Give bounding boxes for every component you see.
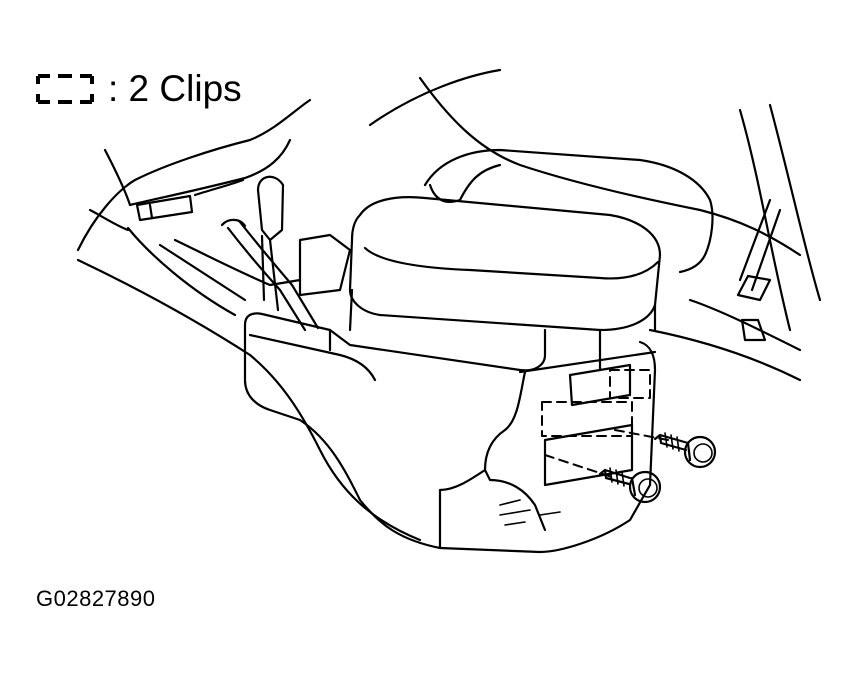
console-trim-lines <box>499 499 561 526</box>
clip-dashed-square-icon <box>36 73 94 104</box>
armrest-base <box>348 288 657 372</box>
dash-panel-outline <box>76 98 312 252</box>
right-door-line <box>648 298 802 382</box>
console-front <box>248 328 377 382</box>
dash-lower-curve <box>88 208 130 232</box>
dash-vent <box>135 178 245 222</box>
clip-2-dashed-icon <box>609 369 651 399</box>
brake-lever <box>256 175 285 312</box>
screw-1-leader <box>544 454 616 479</box>
shift-boot <box>298 233 352 297</box>
seat-belt <box>736 198 782 342</box>
legend: : 2 Clips <box>36 70 242 107</box>
floor-line <box>76 258 422 542</box>
console-rear-opening <box>543 363 634 487</box>
console-body <box>243 312 657 554</box>
center-stack <box>126 226 302 317</box>
rear-seat <box>423 148 714 274</box>
shift-lever <box>220 218 320 332</box>
armrest-lid <box>348 196 662 332</box>
legend-label: : 2 Clips <box>108 68 242 109</box>
screw-2-leader <box>614 429 669 441</box>
screw-2-icon <box>653 432 717 469</box>
clip-1-dashed-icon <box>541 401 633 437</box>
screw-1-icon <box>598 467 662 504</box>
figure-id: G02827890 <box>36 586 156 611</box>
dash-upper-curve <box>103 138 292 207</box>
console-rear-panel <box>438 350 657 550</box>
right-pillar <box>368 68 822 332</box>
armrest-lid-edge <box>363 246 660 280</box>
